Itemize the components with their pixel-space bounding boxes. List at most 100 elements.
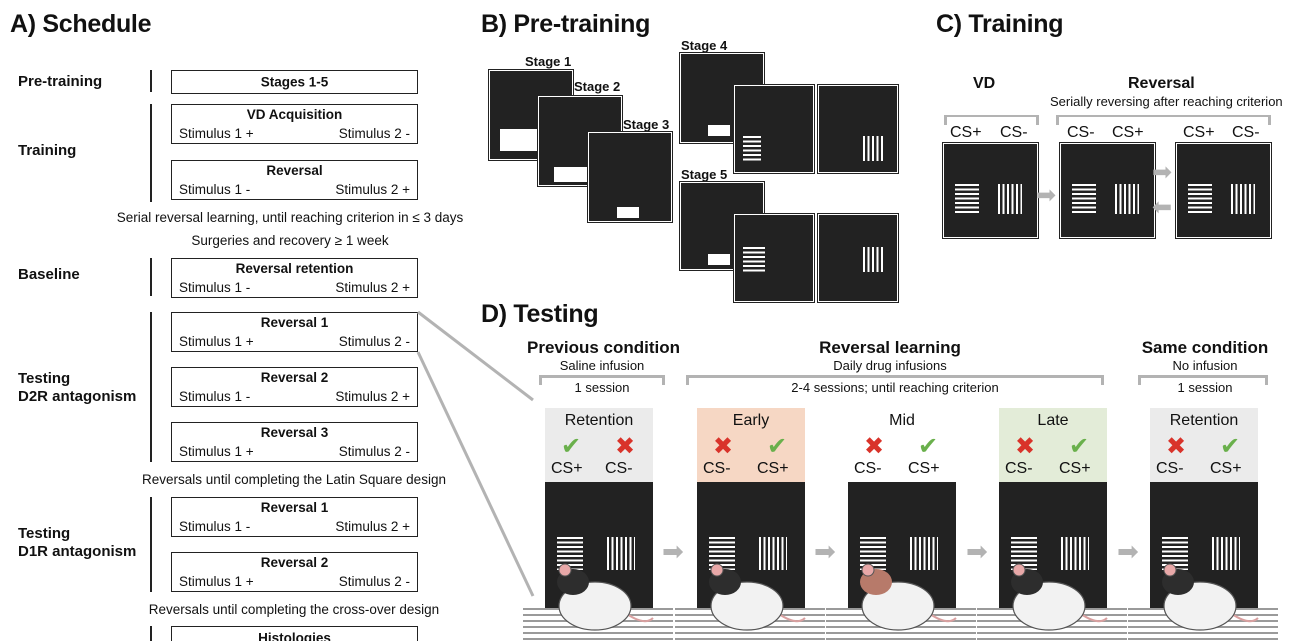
separator-bar xyxy=(150,626,152,641)
phase-previous-subtitle: Saline infusion xyxy=(559,358,645,373)
vd-label: VD xyxy=(973,75,996,92)
rat-tail xyxy=(1231,613,1259,623)
d2r-reversal-2-box: Reversal 2 Stimulus 1 - Stimulus 2 + xyxy=(171,367,418,407)
row-label-testing-d1r: Testing D1R antagonism xyxy=(18,525,136,561)
box-title: Reversal 3 xyxy=(260,425,329,440)
note-serial-reversal: Serial reversal learning, until reaching… xyxy=(116,210,464,225)
horizontal-stripes xyxy=(709,537,735,570)
panel-d-title: D) Testing xyxy=(481,300,599,328)
stage-2-label: Stage 2 xyxy=(574,79,621,94)
testing-card-early: Early✖✔CS-CS+ xyxy=(675,408,825,641)
cs-right: CS- xyxy=(1232,124,1260,141)
training-screen-reversal-2 xyxy=(1175,142,1272,239)
stage-3-screen xyxy=(587,131,673,223)
phase-reversal-subtitle: Daily drug infusions xyxy=(833,358,947,373)
rat-tail xyxy=(929,613,957,623)
cs-left: CS+ xyxy=(551,460,583,477)
stage-5-screen-front xyxy=(733,213,815,303)
training-screen-reversal-1 xyxy=(1059,142,1156,239)
stimulus-right: Stimulus 2 - xyxy=(338,126,410,141)
separator-bar xyxy=(150,258,152,296)
stage-3-label: Stage 3 xyxy=(623,117,670,132)
card-header: Retention✖✔CS-CS+ xyxy=(1150,408,1258,482)
horizontal-stripes xyxy=(955,184,979,214)
stimulus-left: Stimulus 1 - xyxy=(179,519,251,534)
card-header: Retention✔✖CS+CS- xyxy=(545,408,653,482)
separator-bar xyxy=(150,70,152,92)
row-label-line: D2R antagonism xyxy=(18,388,137,405)
row-label-testing-d2r: Testing D2R antagonism xyxy=(18,370,136,406)
row-label-line: Testing xyxy=(18,525,71,542)
separator-bar xyxy=(150,312,152,462)
stimulus-right: Stimulus 2 - xyxy=(338,334,410,349)
panel-b-title: B) Pre-training xyxy=(481,10,651,38)
stage-5-label: Stage 5 xyxy=(681,167,728,182)
rat-tail xyxy=(778,613,806,623)
d2r-reversal-1-box: Reversal 1 Stimulus 1 + Stimulus 2 - xyxy=(171,312,418,352)
row-label-training: Training xyxy=(18,142,77,159)
training-screen-vd xyxy=(942,142,1039,239)
cross-icon: ✖ xyxy=(713,433,734,460)
horizontal-stripes xyxy=(1011,537,1037,570)
vertical-stripes xyxy=(607,537,635,570)
arrow-left-icon: ⬅ xyxy=(1152,194,1173,221)
stimulus-left: Stimulus 1 - xyxy=(179,182,251,197)
cs-left: CS+ xyxy=(950,124,982,141)
stage-1-label: Stage 1 xyxy=(525,54,572,69)
separator-bar xyxy=(150,497,152,592)
white-rectangle xyxy=(554,167,588,182)
cross-icon: ✖ xyxy=(864,433,885,460)
cross-icon: ✖ xyxy=(1015,433,1036,460)
rat-ear xyxy=(1012,563,1026,577)
vertical-stripes xyxy=(910,537,938,570)
stimulus-left: Stimulus 1 + xyxy=(179,334,254,349)
arrow-right-icon: ➡ xyxy=(966,536,988,566)
stimulus-left: Stimulus 1 + xyxy=(179,444,254,459)
d1r-reversal-2-box: Reversal 2 Stimulus 1 + Stimulus 2 - xyxy=(171,552,418,592)
pretraining-box: Stages 1-5 xyxy=(171,70,418,94)
white-rectangle xyxy=(500,129,540,151)
phase-previous-sessions: 1 session xyxy=(574,380,630,395)
connector-line-bottom xyxy=(416,351,535,597)
rat-ear xyxy=(710,563,724,577)
vertical-stripes xyxy=(863,247,885,272)
cs-left: CS- xyxy=(854,460,882,477)
histology-box: Histologies xyxy=(171,626,418,641)
check-icon: ✔ xyxy=(918,433,939,460)
d1r-reversal-1-box: Reversal 1 Stimulus 1 - Stimulus 2 + xyxy=(171,497,418,537)
arrow-right-icon: ➡ xyxy=(1152,159,1173,186)
stimulus-left: Stimulus 1 + xyxy=(179,574,254,589)
rat-icon xyxy=(860,563,957,631)
rat-icon xyxy=(709,563,806,631)
note-latin-square: Reversals until completing the Latin Squ… xyxy=(142,472,446,487)
panel-c-title: C) Training xyxy=(936,10,1064,38)
check-icon: ✔ xyxy=(1220,433,1241,460)
arrow-right-icon: ➡ xyxy=(662,536,684,566)
cs-left: CS- xyxy=(1156,460,1184,477)
reversal-bracket xyxy=(1056,115,1271,125)
box-title: Reversal 2 xyxy=(260,370,329,385)
box-title: Histologies xyxy=(258,630,331,641)
vertical-stripes xyxy=(863,136,885,161)
d2r-reversal-3-box: Reversal 3 Stimulus 1 + Stimulus 2 - xyxy=(171,422,418,462)
testing-card-retention: Retention✔✖CS+CS- xyxy=(523,408,673,641)
stage-4-label: Stage 4 xyxy=(681,38,728,53)
phase-same-bracket xyxy=(1138,375,1268,385)
phase-same-subtitle: No infusion xyxy=(1172,358,1238,373)
cs-right: CS+ xyxy=(908,460,940,477)
horizontal-stripes xyxy=(1162,537,1188,570)
testing-card-retention: Retention✖✔CS-CS+ xyxy=(1128,408,1278,641)
rat-tail xyxy=(1080,613,1108,623)
card-phase-label: Retention xyxy=(564,412,634,429)
arrow-right-icon: ➡ xyxy=(1036,182,1057,209)
training-reversal-box: Reversal Stimulus 1 - Stimulus 2 + xyxy=(171,160,418,200)
card-header: Late✖✔CS-CS+ xyxy=(999,408,1107,482)
cs-left: CS- xyxy=(1005,460,1033,477)
reversal-subtitle: Serially reversing after reaching criter… xyxy=(1050,94,1283,109)
vd-bracket xyxy=(944,115,1039,125)
stimulus-right: Stimulus 2 - xyxy=(338,574,410,589)
vd-acquisition-box: VD Acquisition Stimulus 1 + Stimulus 2 - xyxy=(171,104,418,144)
box-title: Reversal xyxy=(266,163,323,178)
phase-reversal-title: Reversal learning xyxy=(819,338,961,357)
cs-right: CS+ xyxy=(1210,460,1242,477)
